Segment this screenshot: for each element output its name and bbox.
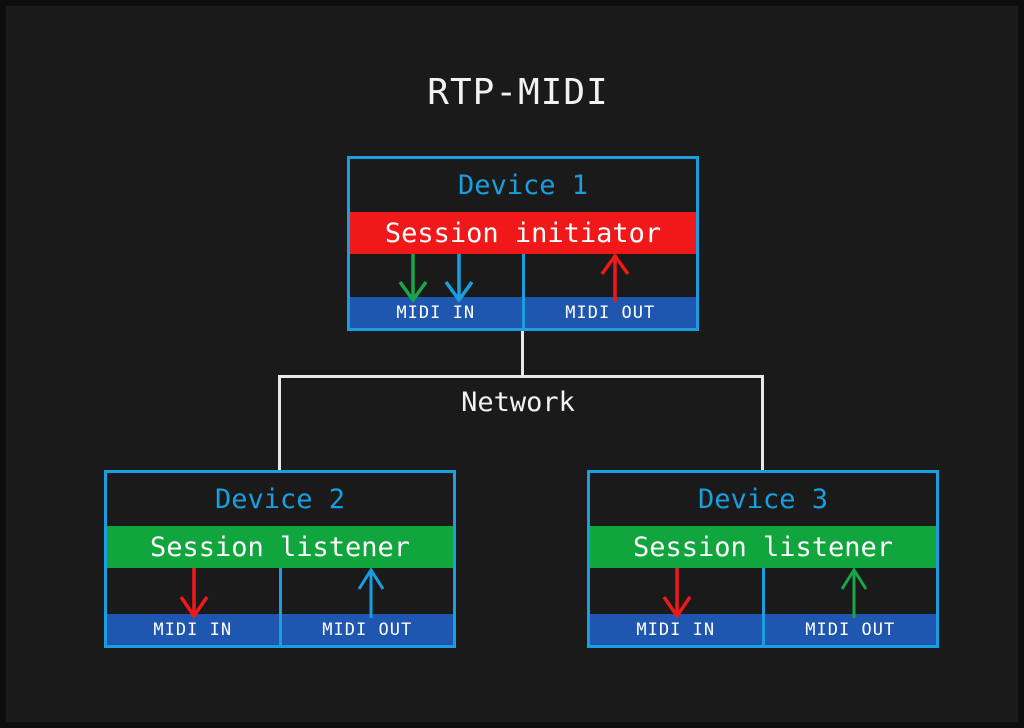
device-2-in-arrows [107,568,279,618]
device-1-midi-in-label: MIDI IN [350,297,522,328]
device-2-ports: MIDI IN MIDI OUT [107,568,453,645]
device-1-midi-out-label: MIDI OUT [524,297,696,328]
device-3-title: Device 3 [697,484,829,515]
device-1-port-midi-in[interactable]: MIDI IN [350,254,522,328]
device-2-out-arrows [282,568,454,618]
device-3-port-midi-out[interactable]: MIDI OUT [761,568,937,645]
device-2-title: Device 2 [214,484,346,515]
arrow-down-red-icon [179,568,209,618]
device-1-port-midi-out[interactable]: MIDI OUT [521,254,697,328]
arrow-up-green-icon [840,568,867,618]
device-2-midi-out-label: MIDI OUT [281,614,453,645]
device-2-role-band: Session listener [107,526,453,568]
device-3-midi-out-label: MIDI OUT [764,614,936,645]
device-3-midi-in-label: MIDI IN [590,614,762,645]
device-1-ports: MIDI IN MIDI OUT [350,254,696,328]
device-box-3[interactable]: Device 3 Session listener MIDI IN [587,470,939,648]
device-1-role-band: Session initiator [350,212,696,254]
arrow-up-red-icon [600,254,629,302]
device-3-role-band: Session listener [590,526,936,568]
device-3-out-arrows [765,568,937,618]
arrow-down-blue-icon [444,254,474,302]
device-1-title: Device 1 [457,170,589,201]
arrow-up-blue-icon [357,568,384,618]
device-box-1[interactable]: Device 1 Session initiator MIDI IN [347,156,699,331]
device-1-out-arrows [525,254,697,302]
device-2-port-midi-in[interactable]: MIDI IN [107,568,279,645]
network-label: Network [461,387,575,418]
device-2-midi-in-label: MIDI IN [107,614,279,645]
arrow-down-red-icon [662,568,692,618]
device-1-in-arrows [350,254,522,302]
page-title: RTP-MIDI [427,72,609,113]
device-box-2[interactable]: Device 2 Session listener MIDI IN [104,470,456,648]
arrow-down-green-icon [398,254,428,302]
device-3-port-midi-in[interactable]: MIDI IN [590,568,762,645]
device-3-ports: MIDI IN MIDI OUT [590,568,936,645]
device-2-port-midi-out[interactable]: MIDI OUT [278,568,454,645]
device-3-in-arrows [590,568,762,618]
